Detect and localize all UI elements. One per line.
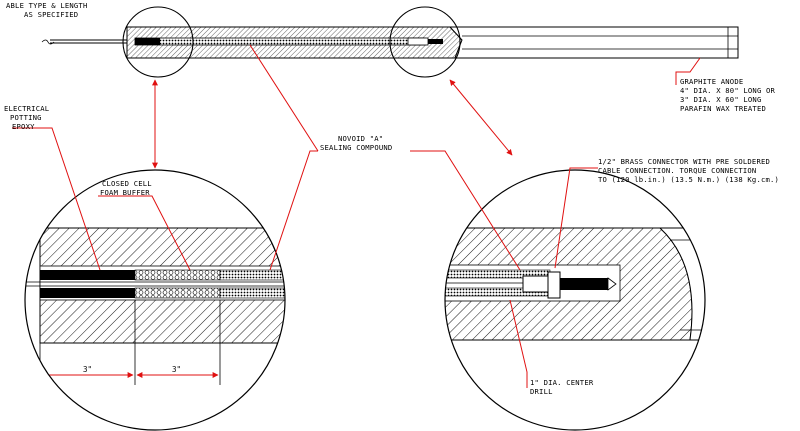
svg-text:ELECTRICAL: ELECTRICAL [4,104,49,113]
label-potting-epoxy: ELECTRICAL POTTING EPOXY [4,104,49,131]
svg-text:3" DIA. X 60" LONG: 3" DIA. X 60" LONG [680,95,762,104]
label-center-drill: 1" DIA. CENTER DRILL [530,378,594,396]
svg-text:DRILL: DRILL [530,387,553,396]
dimension-right-label: 3" [172,365,181,374]
label-sealing-compound: NOVOID "A" SEALING COMPOUND [320,134,392,152]
svg-text:EPOXY: EPOXY [12,122,35,131]
label-foam-buffer: CLOSED CELL FOAM BUFFER [100,179,152,197]
svg-text:4" DIA. X 80" LONG OR: 4" DIA. X 80" LONG OR [680,86,776,95]
svg-text:CLOSED CELL: CLOSED CELL [102,179,152,188]
left-detail-view: 3" 3" [24,169,286,431]
svg-text:FOAM BUFFER: FOAM BUFFER [100,188,150,197]
svg-text:POTTING: POTTING [10,113,42,122]
anode-body [448,26,739,59]
svg-text:CABLE CONNECTION. TORQUE CONNE: CABLE CONNECTION. TORQUE CONNECTION [598,166,756,175]
cable-end-icon [41,39,55,45]
svg-text:GRAPHITE ANODE: GRAPHITE ANODE [680,77,743,86]
dimension-left-label: 3" [83,365,92,374]
svg-text:1/2" BRASS CONNECTOR WITH PRE: 1/2" BRASS CONNECTOR WITH PRE SOLDERED [598,157,770,166]
svg-text:1" DIA. CENTER: 1" DIA. CENTER [530,378,594,387]
label-graphite-anode: GRAPHITE ANODE 4" DIA. X 80" LONG OR 3" … [680,77,776,113]
label-brass-connector: 1/2" BRASS CONNECTOR WITH PRE SOLDERED C… [598,157,779,184]
svg-text:TO (120 lb.in.) (13.5 N.m.) (1: TO (120 lb.in.) (13.5 N.m.) (138 Kg.cm.) [598,175,779,184]
detail-circle-right [389,6,461,78]
svg-text:NOVOID "A": NOVOID "A" [338,134,383,143]
label-cable-type: ABLE TYPE & LENGTH AS SPECIFIED [6,1,88,19]
top-anode-view [41,6,739,78]
leader-lines [12,44,701,388]
svg-text:ABLE TYPE & LENGTH: ABLE TYPE & LENGTH [6,1,88,10]
svg-text:SEALING COMPOUND: SEALING COMPOUND [320,143,392,152]
right-detail-view [444,169,706,431]
svg-text:AS SPECIFIED: AS SPECIFIED [24,10,78,19]
svg-text:PARAFIN WAX TREATED: PARAFIN WAX TREATED [680,104,766,113]
detail-circle-left [122,6,194,78]
